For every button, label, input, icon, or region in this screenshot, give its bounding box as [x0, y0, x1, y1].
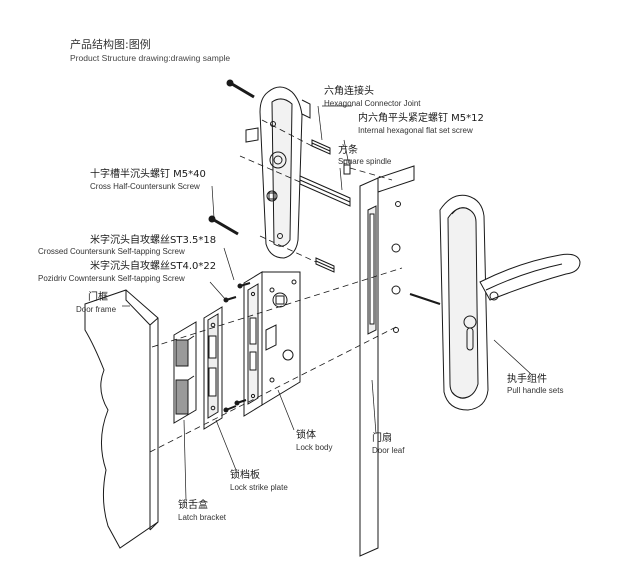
spindle-label-en: Square spindle — [338, 157, 392, 166]
lock-body-label-zh: 锁体 — [296, 430, 316, 441]
pull-handle-label-en: Pull handle sets — [507, 386, 564, 395]
title-en: Product Structure drawing:drawing sample — [70, 53, 231, 63]
set-screw-label-zh: 内六角平头紧定螺钉 M5*12 — [358, 113, 484, 124]
square-spindle-shape — [299, 175, 351, 207]
door-leaf-shape — [359, 165, 415, 557]
strike-plate-label-en: Lock strike plate — [230, 483, 288, 492]
cross-screw-label-en: Cross Half-Countersunk Screw — [90, 182, 200, 191]
pull-handle-label-zh: 执手组件 — [507, 374, 547, 385]
door-leaf-label-zh: 门扇 — [372, 433, 392, 444]
hex-connectors — [311, 139, 335, 273]
hex-joint-label-zh: 六角连接头 — [324, 86, 374, 97]
leader-lines — [122, 105, 533, 501]
outer-handle-shape — [409, 194, 581, 411]
st40-label-zh: 米字沉头自攻螺丝ST4.0*22 — [90, 261, 217, 272]
st35-label-zh: 米字沉头自攻螺丝ST3.5*18 — [90, 235, 217, 246]
lock-body-shape — [243, 271, 301, 417]
spindle-label-zh: 方条 — [338, 145, 358, 156]
lock-body-label-en: Lock body — [296, 443, 333, 452]
strike-screws — [223, 296, 237, 413]
st40-label-en: Pozidriv Cowntersunk Self-tapping Screw — [38, 274, 185, 283]
door-frame-label-en: Door frame — [76, 305, 117, 314]
latch-bracket-label-en: Latch bracket — [178, 513, 227, 522]
door-frame-label-zh: 门框 — [88, 292, 108, 303]
long-screws — [208, 79, 255, 236]
door-leaf-label-en: Door leaf — [372, 446, 405, 455]
set-screw-label-en: Internal hexagonal flat set screw — [358, 126, 473, 135]
alignment-lines — [149, 119, 403, 453]
set-screw-shape — [343, 159, 351, 175]
strike-plate-label-zh: 锁档板 — [230, 470, 260, 481]
inner-escutcheon-shape — [245, 86, 311, 259]
door-frame-shape — [84, 289, 159, 549]
lock-body-screws — [234, 282, 251, 406]
latch-bracket-shape — [173, 321, 197, 424]
st35-label-en: Crossed Countersunk Self-tapping Screw — [38, 247, 185, 256]
title-zh: 产品结构图:图例 — [70, 38, 151, 51]
latch-bracket-label-zh: 锁舌盒 — [178, 500, 208, 511]
cross-screw-label-zh: 十字槽半沉头螺钉 M5*40 — [90, 169, 206, 180]
strike-plate-shape — [203, 306, 223, 430]
hex-joint-label-en: Hexagonal Connector Joint — [324, 99, 421, 108]
